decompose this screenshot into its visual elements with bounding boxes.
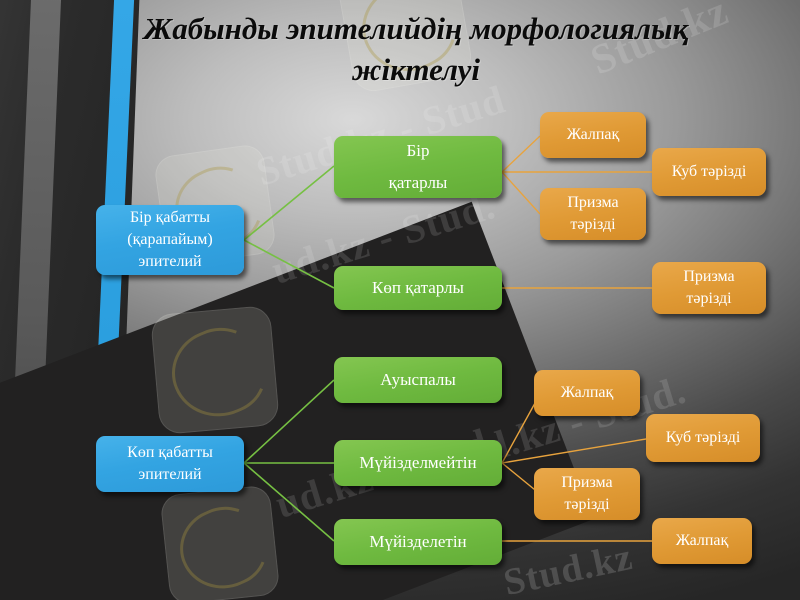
node-line: Жалпақ bbox=[675, 532, 729, 549]
node-line: Ауыспалы bbox=[380, 370, 456, 389]
node-line: эпителий bbox=[138, 466, 202, 483]
node-cuboidal-top[interactable]: Куб тәрізді bbox=[652, 148, 766, 196]
node-line: Призма bbox=[567, 194, 619, 211]
link-non-keratinized-to-cuboidal bbox=[501, 437, 653, 464]
link-simple-to-multi-row bbox=[243, 239, 335, 289]
node-line: Бір bbox=[406, 141, 430, 160]
link-stratified-to-transitional bbox=[243, 379, 335, 464]
node-line: Көп қабатты bbox=[127, 444, 213, 461]
slide-title: Жабынды эпителийдің морфологиялық жіктел… bbox=[96, 8, 736, 90]
node-line: Жалпақ bbox=[560, 384, 614, 401]
node-line: Көп қатарлы bbox=[372, 278, 464, 297]
node-line: Бір қабатты bbox=[129, 209, 211, 226]
node-flat-keratinized[interactable]: Жалпақ bbox=[652, 518, 752, 564]
node-line: қатарлы bbox=[388, 173, 448, 192]
node-flat-lower[interactable]: Жалпақ bbox=[534, 370, 640, 416]
node-prismatic-top[interactable]: Призма тәрізді bbox=[540, 188, 646, 240]
node-line: Мүйізделетін bbox=[369, 532, 467, 551]
node-line: эпителий bbox=[138, 253, 202, 270]
link-single-row-to-prismatic bbox=[501, 171, 541, 215]
link-non-keratinized-to-prismatic bbox=[501, 462, 541, 495]
node-prismatic-lower[interactable]: Призма тәрізді bbox=[534, 468, 640, 520]
link-stratified-to-keratinized bbox=[243, 462, 335, 542]
node-line: тәрізді bbox=[686, 290, 732, 307]
node-line: Куб тәрізді bbox=[671, 163, 747, 180]
node-cuboidal-lower[interactable]: Куб тәрізді bbox=[646, 414, 760, 462]
node-line: тәрізді bbox=[564, 496, 610, 513]
node-line: Призма bbox=[561, 474, 613, 491]
link-simple-to-single-row bbox=[243, 165, 335, 241]
node-keratinized[interactable]: Мүйізделетін bbox=[334, 519, 502, 565]
node-line: Мүйізделмейтін bbox=[359, 453, 477, 472]
node-simple-epithelium[interactable]: Бір қабатты (қарапайым) эпителий bbox=[96, 205, 244, 275]
node-single-row[interactable]: Бір қатарлы bbox=[334, 136, 502, 198]
link-single-row-to-flat bbox=[501, 135, 541, 173]
node-line: Жалпақ bbox=[566, 126, 620, 143]
node-transitional[interactable]: Ауыспалы bbox=[334, 357, 502, 403]
node-line: (қарапайым) bbox=[127, 231, 213, 248]
node-prismatic-multirow[interactable]: Призма тәрізді bbox=[652, 262, 766, 314]
node-non-keratinized[interactable]: Мүйізделмейтін bbox=[334, 440, 502, 486]
link-non-keratinized-to-flat bbox=[501, 393, 541, 464]
node-multi-row[interactable]: Көп қатарлы bbox=[334, 266, 502, 310]
node-line: Призма bbox=[683, 268, 735, 285]
title-line-2: жіктелуі bbox=[352, 52, 480, 87]
node-line: Куб тәрізді bbox=[665, 429, 741, 446]
node-line: тәрізді bbox=[570, 216, 616, 233]
node-stratified-epithelium[interactable]: Көп қабатты эпителий bbox=[96, 436, 244, 492]
title-line-1: Жабынды эпителийдің морфологиялық bbox=[143, 11, 689, 46]
node-flat-top[interactable]: Жалпақ bbox=[540, 112, 646, 158]
